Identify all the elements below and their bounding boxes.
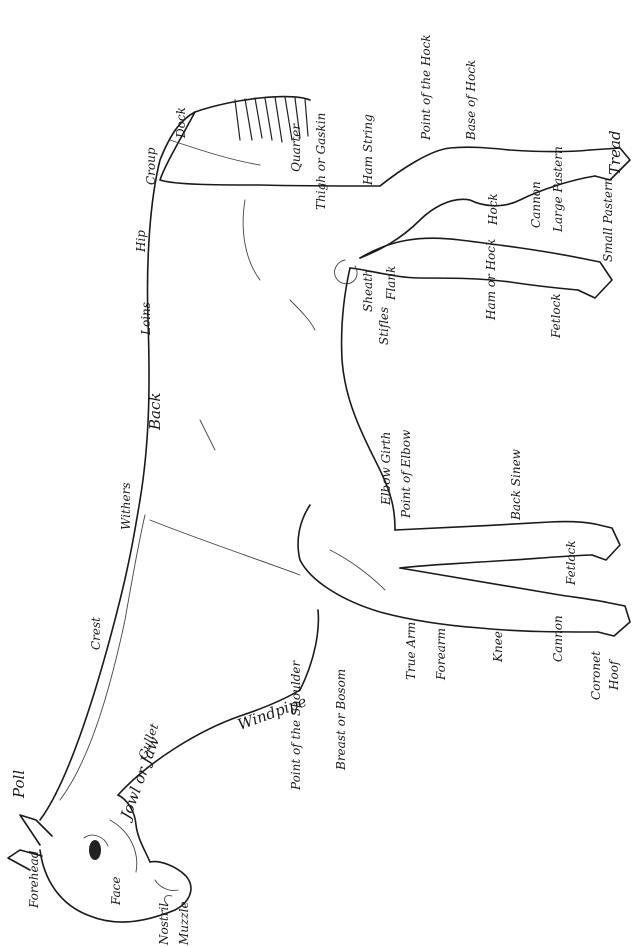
shoulder-contour bbox=[150, 520, 300, 575]
label-fetlock-fore: Fetlock bbox=[564, 540, 578, 586]
label-back-sinew: Back Sinew bbox=[509, 448, 523, 521]
tail-base bbox=[195, 97, 310, 112]
label-sheath: Sheath bbox=[361, 269, 375, 312]
label-true-arm: True Arm bbox=[404, 622, 418, 680]
label-muzzle: Muzzle bbox=[177, 901, 191, 946]
label-base-of-hock: Base of Hock bbox=[464, 60, 478, 141]
label-point-of-elbow: Point of Elbow bbox=[399, 429, 413, 519]
cheek-contour bbox=[110, 820, 137, 872]
label-croup: Croup bbox=[144, 147, 158, 185]
labels: Poll Crest Withers Back Loins Hip Croup … bbox=[10, 34, 624, 946]
fore-hoof-near bbox=[598, 602, 630, 636]
thigh-contour bbox=[290, 300, 315, 330]
label-knee: Knee bbox=[491, 631, 505, 663]
label-hock: Hock bbox=[486, 193, 500, 226]
label-nostril: Nostril bbox=[157, 903, 171, 946]
fore-hoof-far bbox=[592, 524, 620, 560]
label-crest: Crest bbox=[89, 617, 103, 650]
label-hip: Hip bbox=[134, 230, 148, 253]
label-back: Back bbox=[146, 393, 164, 431]
fore-leg-far-back bbox=[395, 522, 595, 530]
label-loins: Loins bbox=[139, 302, 153, 336]
label-cannon-fore: Cannon bbox=[551, 615, 565, 662]
elbow-contour bbox=[330, 550, 385, 590]
label-poll: Poll bbox=[10, 770, 28, 799]
gaskin-contour bbox=[170, 140, 260, 165]
hind-hoof-near bbox=[578, 258, 612, 298]
label-point-of-shoulder: Point of the Shoulder bbox=[289, 660, 303, 791]
label-stifles: Stifles bbox=[377, 307, 391, 345]
ear-upper bbox=[20, 815, 52, 845]
buttock bbox=[160, 112, 380, 186]
label-thigh-or-gaskin: Thigh or Gaskin bbox=[314, 113, 328, 210]
label-fetlock-hind: Fetlock bbox=[549, 293, 563, 339]
label-tread: Tread bbox=[606, 130, 624, 175]
label-hoof: Hoof bbox=[607, 658, 621, 691]
label-small-pastern: Small Pastern bbox=[601, 178, 615, 262]
label-large-pastern: Large Pastern bbox=[551, 146, 565, 233]
mouth-line bbox=[155, 880, 178, 891]
label-flank: Flank bbox=[384, 266, 398, 301]
label-cannon: Cannon bbox=[529, 181, 543, 228]
rib-contour bbox=[200, 420, 215, 450]
label-forearm: Forearm bbox=[434, 628, 448, 681]
eye bbox=[89, 840, 101, 860]
label-quarter: Quarter bbox=[289, 123, 303, 172]
label-withers: Withers bbox=[119, 482, 133, 530]
label-ham-or-hock: Ham or Hock bbox=[484, 239, 498, 321]
label-dock: Dock bbox=[174, 107, 188, 139]
label-face: Face bbox=[109, 877, 123, 907]
label-elbow-girth: Elbow Girth bbox=[379, 432, 393, 506]
stifle-knob bbox=[335, 260, 358, 284]
label-point-of-hock: Point of the Hock bbox=[419, 34, 433, 141]
label-coronet: Coronet bbox=[589, 651, 603, 700]
label-ham-string: Ham String bbox=[361, 114, 375, 186]
label-breast-or-bosom: Breast or Bosom bbox=[334, 669, 348, 771]
hip-contour bbox=[243, 200, 260, 280]
neck-crest bbox=[40, 500, 140, 820]
fore-leg-near-front bbox=[298, 505, 598, 632]
label-forehead: Forehead bbox=[27, 850, 41, 909]
